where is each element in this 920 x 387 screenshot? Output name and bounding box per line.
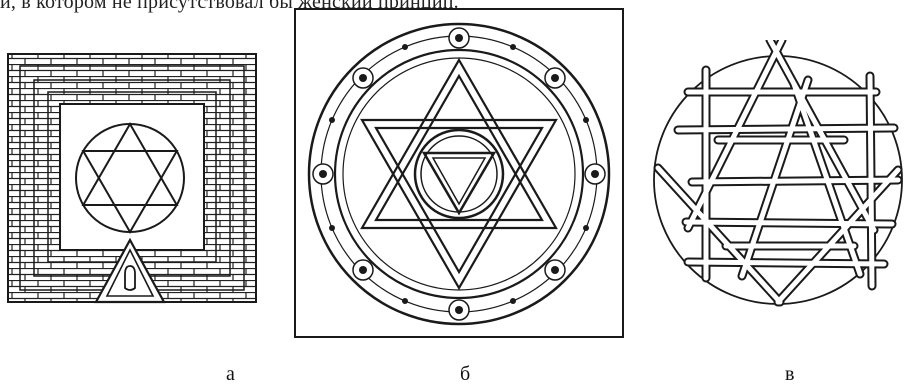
figure-b [294, 8, 624, 338]
label-a: а [226, 363, 235, 386]
figure-c [648, 40, 920, 310]
brick-square-hexagram-icon [6, 52, 258, 314]
figure-a [6, 52, 258, 314]
ring-hexagram-icon [294, 8, 624, 338]
label-b: б [460, 363, 470, 386]
label-c: в [785, 363, 794, 386]
stick-hexagram-icon [648, 40, 920, 310]
